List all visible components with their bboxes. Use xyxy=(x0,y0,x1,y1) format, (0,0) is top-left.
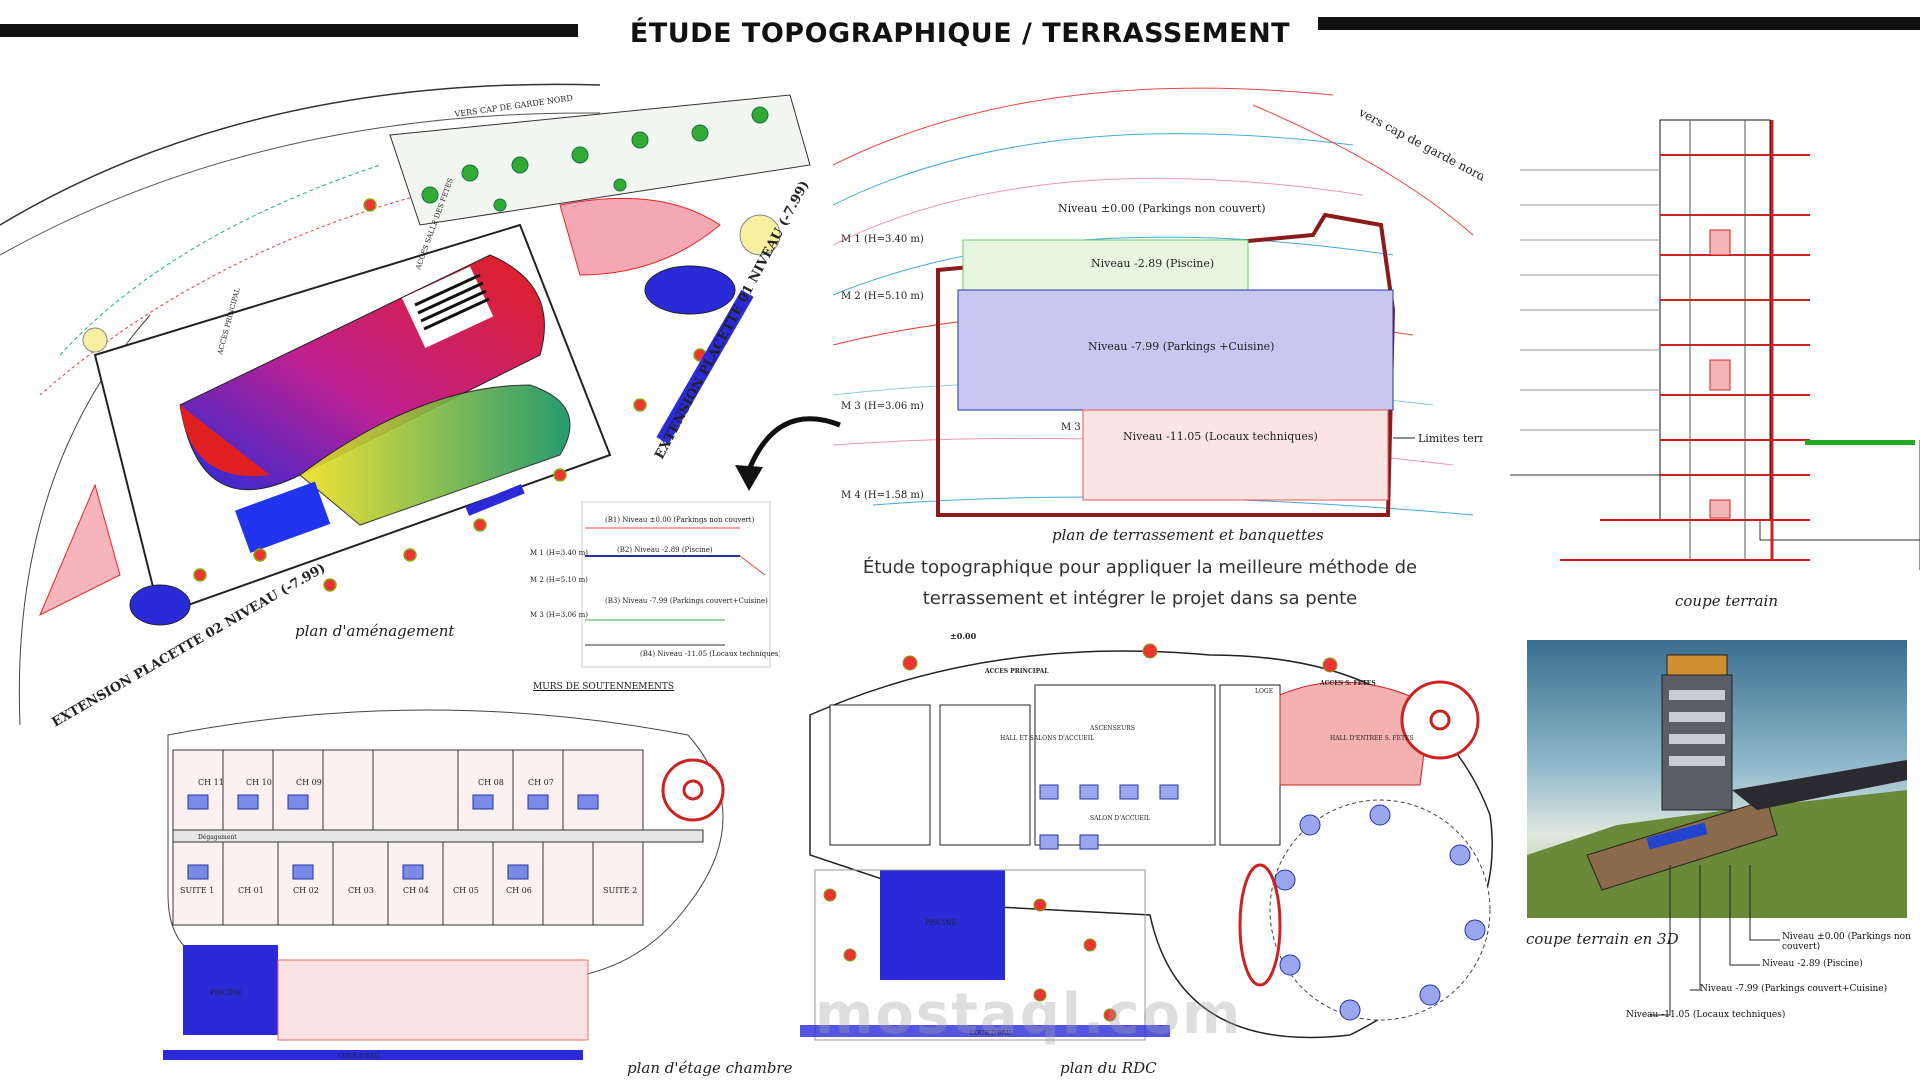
terr-limites: Limites terrain xyxy=(1418,432,1483,445)
caption-amenagement: plan d'aménagement xyxy=(295,622,455,640)
header-rule-right xyxy=(1318,17,1920,30)
plan-etage-chambre: PISCINE COUR D'EAU Dégagement CH 11 CH 1… xyxy=(163,709,725,1060)
caption-terrassement: plan de terrassement et banquettes xyxy=(1052,526,1324,544)
etage-room-6: CH 01 xyxy=(238,886,264,895)
vers-cap-label: VERS CAP DE GARDE NORD xyxy=(453,93,573,119)
murs-m1: M 1 (H=3.40 m) xyxy=(530,549,588,557)
caption-etage-chambre: plan d'étage chambre xyxy=(627,1059,793,1077)
terr-vers-cap: vers cap de garde nord xyxy=(1356,105,1483,184)
rdc-hall-entree: HALL D'ENTREE S. FETES xyxy=(1330,735,1413,742)
murs-soutenements: (B1) Niveau ±0.00 (Parkings non couvert)… xyxy=(530,501,780,668)
coupe-3d-n2: Niveau -7.99 (Parkings couvert+Cuisine) xyxy=(1700,984,1888,994)
rdc-level: ±0.00 xyxy=(950,631,977,641)
rdc-acces-principal: ACCES PRINCIPAL xyxy=(984,668,1049,675)
etage-room-4: CH 08 xyxy=(478,778,504,787)
etage-room-2: CH 10 xyxy=(246,778,272,787)
terr-m3b: M 3 xyxy=(1061,422,1081,433)
plan-terrassement: vers cap de garde nord Niveau ±0.00 (Par… xyxy=(833,87,1483,517)
description: Étude topographique pour appliquer la me… xyxy=(820,552,1460,614)
terr-niveau-2: Niveau -7.99 (Parkings +Cuisine) xyxy=(1088,340,1274,353)
murs-m2: M 2 (H=5.10 m) xyxy=(530,576,588,584)
terr-niveau-1: Niveau -2.89 (Piscine) xyxy=(1091,257,1214,270)
etage-degagement: Dégagement xyxy=(198,834,237,841)
etage-room-3: CH 09 xyxy=(296,778,322,787)
murs-b4: (B4) Niveau -11.05 (Locaux techniques) xyxy=(640,650,780,658)
caption-coupe-3d: coupe terrain en 3D xyxy=(1526,930,1679,948)
murs-m3: M 3 (H=3.06 m) xyxy=(530,611,588,619)
murs-b2: (B2) Niveau -2.89 (Piscine) xyxy=(617,546,713,554)
coupe-3d-n0: Niveau ±0.00 (Parkings non couvert) xyxy=(1782,932,1911,952)
terr-m3: M 3 (H=3.06 m) xyxy=(841,401,924,412)
rdc-ascenseurs: ASCENSEURS xyxy=(1089,725,1135,732)
rdc-salon: SALON D'ACCUEIL xyxy=(1090,815,1150,822)
etage-piscine: PISCINE xyxy=(210,989,242,997)
coupe-3d-n1: Niveau -2.89 (Piscine) xyxy=(1762,959,1863,969)
etage-cour: COUR D'EAU xyxy=(338,1053,379,1060)
etage-room-1: CH 11 xyxy=(198,778,224,787)
plan-amenagement: EXTENSION PLACETTE 01 NIVEAU (-7.99) EXT… xyxy=(0,83,813,730)
rdc-hall: HALL ET SALONS D'ACCUEIL xyxy=(1000,735,1094,742)
terr-m2: M 2 (H=5.10 m) xyxy=(841,291,924,302)
etage-room-9: CH 04 xyxy=(403,886,429,895)
plan-rdc: ±0.00 ACCES PRINCIPAL ACCES S. FETES HAL… xyxy=(800,631,1493,1041)
terr-niveau-3: Niveau -11.05 (Locaux techniques) xyxy=(1123,430,1318,443)
murs-b3: (B3) Niveau -7.99 (Parkings couvert+Cuis… xyxy=(605,597,768,605)
terr-m1: M 1 (H=3.40 m) xyxy=(841,234,924,245)
rdc-loge: LOGE xyxy=(1255,688,1273,695)
etage-room-7: CH 02 xyxy=(293,886,319,895)
etage-room-8: CH 03 xyxy=(348,886,374,895)
rdc-acces-fetes: ACCES S. FETES xyxy=(1319,680,1376,687)
coupe-terrain xyxy=(1510,119,1920,570)
etage-suite-2: SUITE 2 xyxy=(603,886,637,895)
coupe-3d-drawing xyxy=(1527,654,1907,918)
rdc-piscine: PISCINE xyxy=(925,919,957,927)
curved-arrow-icon xyxy=(735,416,841,491)
coupe-3d-n3: Niveau -11.05 (Locaux techniques) xyxy=(1626,1010,1786,1020)
murs-b1: (B1) Niveau ±0.00 (Parkings non couvert) xyxy=(605,516,755,524)
header-rule-left xyxy=(0,24,578,37)
caption-murs: MURS DE SOUTENNEMENTS xyxy=(533,682,675,692)
coupe-3d-leaders xyxy=(1650,865,1780,1016)
watermark: mostaql.com xyxy=(815,982,1243,1047)
coupe-3d-render xyxy=(1527,640,1907,918)
caption-rdc: plan du RDC xyxy=(1060,1059,1157,1077)
terr-niveau-0: Niveau ±0.00 (Parkings non couvert) xyxy=(1058,202,1266,215)
page-title: ÉTUDE TOPOGRAPHIQUE / TERRASSEMENT xyxy=(629,18,1291,49)
etage-room-5: CH 07 xyxy=(528,778,554,787)
etage-suite-1: SUITE 1 xyxy=(180,886,214,895)
caption-coupe-terrain: coupe terrain xyxy=(1675,592,1778,610)
description-line-1: Étude topographique pour appliquer la me… xyxy=(862,557,1418,578)
rdc-cour: COUR D'EAU xyxy=(970,1030,1011,1037)
terr-m4: M 4 (H=1.58 m) xyxy=(841,490,924,501)
etage-room-11: CH 06 xyxy=(506,886,532,895)
description-line-2: terrassement et intégrer le projet dans … xyxy=(922,588,1358,609)
etage-room-10: CH 05 xyxy=(453,886,479,895)
